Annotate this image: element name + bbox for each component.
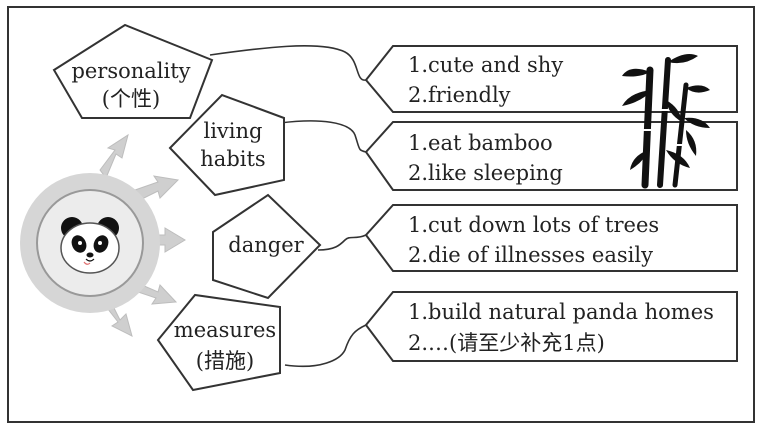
node-measures-line-1: measures — [174, 318, 276, 342]
node-personality-shape — [52, 23, 214, 119]
node-shapes — [52, 23, 322, 392]
node-personality-line-2: (个性) — [102, 87, 160, 111]
node-living-habits-line-1: living — [204, 119, 263, 143]
box-measures-shape — [364, 291, 738, 362]
box-measures-line-2: 2.…(请至少补充1点) — [408, 331, 605, 355]
node-measures-line-2: (措施) — [196, 349, 254, 373]
connector-personality — [209, 45, 367, 81]
outer-frame — [7, 6, 755, 423]
node-living-habits-shape — [168, 93, 285, 197]
box-personality-line-2: 2.friendly — [408, 83, 511, 107]
box-measures-line-1: 1.build natural panda homes — [408, 300, 714, 324]
connector-measures — [284, 324, 367, 368]
box-living-habits-line-2: 2.like sleeping — [408, 161, 563, 185]
connector-danger — [317, 234, 367, 251]
box-living-habits-line-1: 1.eat bamboo — [408, 131, 553, 155]
node-measures-shape — [156, 293, 281, 392]
connectors — [209, 45, 367, 368]
panda-icon — [60, 217, 120, 274]
node-danger-shape — [212, 193, 322, 300]
node-personality-line-1: personality — [71, 59, 190, 83]
box-danger-line-2: 2.die of illnesses easily — [408, 243, 653, 267]
connector-living-habits — [279, 120, 367, 153]
node-living-habits-line-2: habits — [200, 147, 265, 171]
box-personality-line-1: 1.cute and shy — [408, 53, 563, 77]
node-danger-line-1: danger — [228, 233, 304, 257]
bamboo-icon — [622, 54, 710, 189]
box-danger-line-1: 1.cut down lots of trees — [408, 213, 659, 237]
box-danger-shape — [364, 204, 738, 272]
